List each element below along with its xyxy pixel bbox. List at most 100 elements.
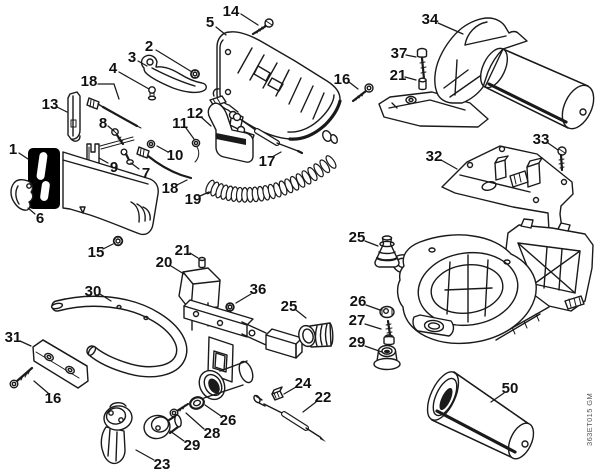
part-19-coiled-hose [205,155,337,203]
part-label-30: 30 [85,283,102,300]
part-label-20: 20 [156,254,173,271]
leader-line-3 [137,60,148,67]
leader-line-16 [33,380,49,394]
part-29-knob-left [143,413,182,440]
leader-line-19 [199,191,210,197]
part-23-lever [100,402,133,465]
part-22-throttle-cable [253,394,326,442]
diagram-artwork [9,17,595,465]
leader-line-18 [97,83,120,100]
part-20-clamp-bracket [178,267,303,401]
part-32-switch-plate [441,145,574,234]
leader-line-21 [189,252,199,259]
part-21-pin-upper [418,77,427,91]
part-36-nut [225,302,235,312]
leader-line-20 [170,265,185,275]
leader-line-5 [215,26,227,36]
leader-line-12 [200,116,212,127]
leader-line-37 [405,54,417,58]
part-label-16: 16 [334,71,351,88]
part-9-clip [86,143,100,164]
part-label-18: 18 [81,73,98,90]
leader-line-22 [302,401,317,413]
part-12-trigger-housing [207,88,254,163]
part-2-nut [190,69,200,79]
part-label-14: 14 [223,3,240,20]
leader-line-7 [130,162,140,170]
leader-line-34 [437,22,464,35]
part-34-handle-assembly [378,17,595,130]
leader-line-29 [364,345,383,353]
part-label-23: 23 [154,456,171,472]
part-label-17: 17 [259,153,276,170]
part-29-buffer-right [373,344,401,371]
image-code-watermark: 363ET015 GM [585,393,594,446]
part-label-36: 36 [250,281,267,298]
leader-line-2 [155,49,193,73]
part-13-bracket-strip [67,91,81,142]
leader-line-15 [102,243,114,250]
part-label-1: 1 [9,141,17,158]
part-30-handlebar [50,295,188,378]
part-24-clip [271,386,284,401]
part-16-screw-lower [9,366,34,389]
part-25-bushing-left [298,322,334,348]
part-18-wire-upper [86,97,142,129]
part-label-31: 31 [5,329,22,346]
part-label-26: 26 [350,293,367,310]
leader-line-4 [118,71,150,90]
part-label-32: 32 [426,148,443,165]
part-11-nut [191,138,201,163]
part-16-screw-upper [351,83,374,103]
crankcase-casting [391,218,594,345]
part-label-15: 15 [88,244,105,261]
part-label-34: 34 [422,11,439,28]
part-33-screw [557,146,567,172]
part-50-handle-grip [426,371,535,460]
part-label-19: 19 [185,191,202,208]
part-label-18: 18 [162,180,179,197]
leader-line-26 [204,404,222,417]
part-label-24: 24 [295,375,312,392]
leader-line-1 [18,152,29,160]
part-18-wire-lower [136,146,193,180]
leader-line-29 [169,430,185,442]
part-label-11: 11 [172,115,188,132]
part-15-nut [112,235,124,247]
leader-line-25 [364,240,379,247]
part-label-50: 50 [502,380,519,397]
part-label-27: 27 [349,312,366,329]
part-26-ring-left [189,396,205,410]
leader-line-16 [348,81,359,90]
part-label-29: 29 [184,437,201,454]
leader-line-8 [107,125,115,132]
part-7-screw [120,148,134,165]
leader-line-36 [235,293,252,304]
part-25-buffer-cone [374,235,400,268]
leader-line-24 [283,386,297,395]
part-label-4: 4 [109,60,118,77]
leader-line-33 [547,142,559,151]
part-4-pin [147,86,157,101]
leader-line-21 [404,76,417,81]
part-label-25: 25 [349,229,366,246]
part-label-3: 3 [128,49,136,66]
part-label-7: 7 [142,165,150,182]
leader-line-14 [240,13,259,26]
part-label-37: 37 [391,45,408,62]
leader-line-18 [176,179,188,186]
leader-line-26 [365,304,381,311]
part-label-16: 16 [45,390,62,407]
leader-line-10 [156,145,169,153]
part-label-2: 2 [145,38,153,55]
part-label-5: 5 [206,14,214,31]
leader-line-25 [295,309,307,319]
part-6-choke-lever [10,178,34,211]
part-label-22: 22 [315,389,332,406]
leader-line-31 [19,340,32,347]
part-1-handle-housing [25,145,159,236]
leader-line-27 [364,323,382,330]
